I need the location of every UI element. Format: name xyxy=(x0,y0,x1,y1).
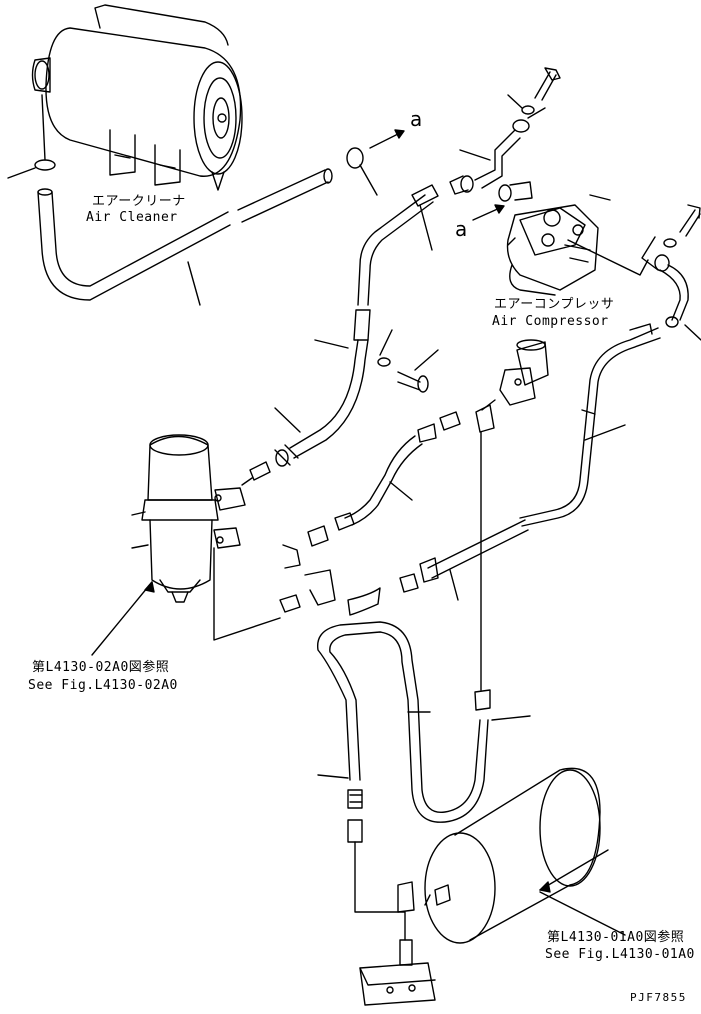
air-compressor-label-en: Air Compressor xyxy=(492,314,609,329)
air-cleaner xyxy=(31,4,243,191)
bolt-top xyxy=(507,67,561,115)
drawing-code: PJF7855 xyxy=(630,991,687,1004)
air-compressor xyxy=(506,204,599,296)
hose-clamp xyxy=(34,159,56,171)
right-bolt-fitting xyxy=(641,204,701,341)
u-tube xyxy=(316,621,531,823)
arrow-a-mid-label: a xyxy=(455,217,468,241)
dryer-reference-en: See Fig.L4130-02A0 xyxy=(28,678,178,693)
tank-reference-en: See Fig.L4130-01A0 xyxy=(545,947,695,962)
air-dryer xyxy=(131,434,246,603)
bolt-middle xyxy=(377,329,439,393)
compressor-to-dryer-hose xyxy=(274,184,439,467)
governor xyxy=(417,339,549,443)
dryer-fittings xyxy=(241,461,419,616)
air-compressor-label-jp: エアーコンプレッサ xyxy=(494,297,615,312)
lower-fittings xyxy=(347,819,436,1006)
right-long-pipe xyxy=(519,323,661,527)
arrow-a-top-label: a xyxy=(410,107,423,131)
lower-braided-hose xyxy=(419,519,529,601)
governor-pipe xyxy=(344,435,423,526)
tank-reference-jp: 第L4130-01A0図参照 xyxy=(547,930,685,945)
air-tank xyxy=(424,767,601,944)
dryer-reference-jp: 第L4130-02A0図参照 xyxy=(32,660,170,675)
air-cleaner-label-jp: エアークリーナ xyxy=(92,194,186,209)
clamp xyxy=(346,147,364,169)
compressor-outlet-pipe xyxy=(449,107,546,195)
air-cleaner-label-en: Air Cleaner xyxy=(86,210,178,225)
intake-hose xyxy=(37,168,333,306)
